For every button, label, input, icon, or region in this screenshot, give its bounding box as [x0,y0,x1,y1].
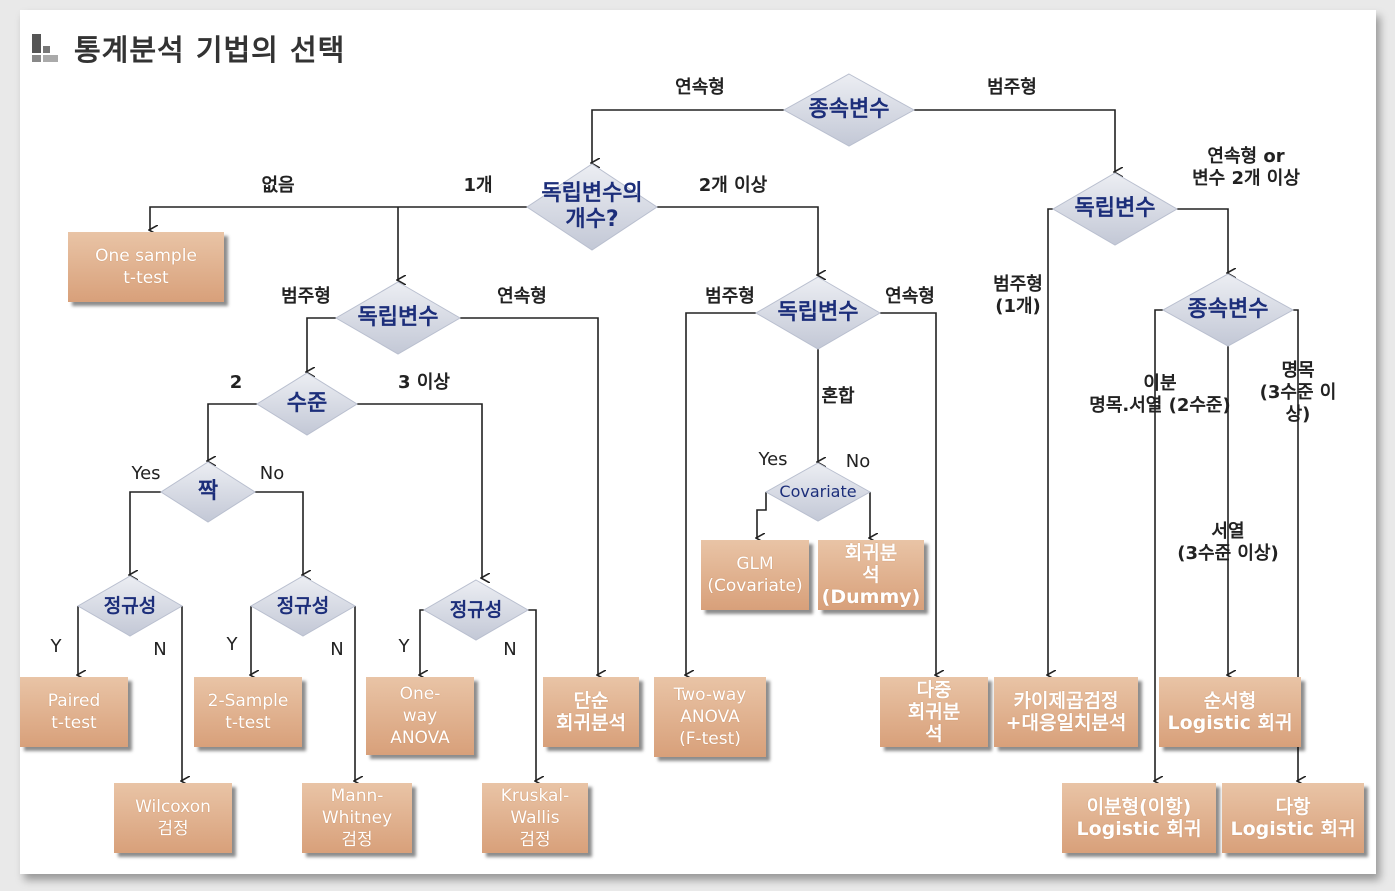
edge-label-continuous-top: 연속형 [675,77,725,98]
bullet-squares-icon [32,34,60,62]
edge-label-n1: N [153,639,167,660]
decision-label-pair: 짝 [197,479,219,504]
connector-arrow [357,403,482,578]
edge-label-y1: Y [50,636,62,657]
edge-label-yes-cov: Yes [758,449,788,470]
connector-arrow [130,491,161,575]
method-box-wilcoxon: Wilcoxon 검정 [114,783,232,853]
decision-diamond-norm3 [422,579,530,641]
edge-label-lvl2: 2 [229,372,243,393]
method-box-two-sample: 2-Sample t-test [194,677,302,747]
method-box-multinom: 다항 Logistic 회귀 [1222,783,1364,853]
method-box-multi-reg: 다중 회귀분 석 [880,677,988,747]
method-box-kruskal: Kruskal- Wallis 검정 [482,783,588,853]
edge-label-cont-mid: 연속형 [885,286,935,307]
decision-diamond-norm2 [249,575,357,637]
method-box-binary: 이분형(이항) Logistic 회귀 [1062,783,1216,853]
decision-diamond-iv-right [1052,172,1178,246]
connector-arrow [757,492,767,538]
edge-label-mixed: 혼합 [821,386,855,407]
connector-arrow [307,317,336,372]
connector-arrow [592,109,784,163]
connector-arrow [420,609,424,675]
edge-label-no-pair: No [259,463,285,484]
edge-label-cat-left: 범주형 [281,286,331,307]
edge-label-y2: Y [226,634,238,655]
decision-diamond-pair [160,461,256,523]
connector-arrow [528,609,536,781]
connector-arrow [208,403,257,461]
edge-label-cont-left: 연속형 [497,286,547,307]
decision-label-norm1: 정규성 [103,595,157,617]
edge-label-n3: N [503,639,517,660]
edge-label-ordinal-lbl: 서열 (3수준 이상) [1177,521,1279,564]
method-box-chi: 카이제곱검정 +대응일치분석 [994,677,1138,747]
decision-diamond-iv-count [526,163,658,251]
decision-label-norm2: 정규성 [276,595,330,617]
method-box-glm: GLM (Covariate) [701,540,809,610]
decision-diamond-dv-top [782,73,916,147]
decision-diamond-dv-right [1161,273,1295,347]
page-title: 통계분석 기법의 선택 [74,33,346,67]
decision-label-iv-right: 독립변수 [1074,196,1156,221]
connector-arrow [686,312,756,675]
decision-label-level: 수준 [286,391,328,416]
edge-label-cat-mid: 범주형 [705,286,755,307]
method-box-paired: Paired t-test [20,677,128,747]
edge-label-cont-or: 연속형 or 변수 2개 이상 [1192,146,1300,189]
decision-label-covariate: Covariate [779,482,857,501]
title-area: 통계분석 기법의 선택 [32,28,345,68]
method-box-one-sample: One sample t-test [68,232,224,302]
method-box-mann: Mann- Whitney 검정 [302,783,412,853]
decision-label-iv-count: 독립변수의 개수? [541,181,643,232]
edge-label-none: 없음 [261,175,295,196]
method-box-one-way: One- way ANOVA [366,677,474,755]
connector-arrow [1177,208,1228,273]
connector-arrow [657,206,818,275]
edge-label-two-plus: 2개 이상 [698,175,768,196]
decision-label-iv-left: 독립변수 [357,305,439,330]
edge-label-categorical-top: 범주형 [987,77,1037,98]
decision-label-dv-top: 종속변수 [808,97,890,122]
decision-diamond-covariate [764,462,872,522]
connector-arrow [1048,208,1053,675]
method-box-ordinal: 순서형 Logistic 회귀 [1159,677,1301,747]
connector-arrow [255,491,303,575]
connector-arrow [460,317,598,675]
method-box-simple-reg: 단순 회귀분석 [543,677,639,747]
decision-diamond-level [256,372,358,436]
edge-label-binary-lbl: 이분 명목.서열 (2수준) [1089,373,1231,416]
decision-diamond-norm1 [76,575,184,637]
edge-label-no-cov: No [845,451,871,472]
edge-label-yes-pair: Yes [131,463,161,484]
decision-diamond-iv-mid [755,276,881,350]
connector-arrow [914,109,1115,172]
edge-label-n2: N [330,639,344,660]
edge-label-cat-right: 범주형 (1개) [993,274,1043,317]
decision-label-norm3: 정규성 [449,599,503,621]
connector-arrow [880,312,936,675]
edge-label-nominal-lbl: 명목 (3수준 이상) [1259,360,1337,425]
decision-diamond-iv-left [335,281,461,355]
edge-label-y3: Y [398,636,410,657]
method-box-two-way: Two-way ANOVA (F-test) [654,677,766,757]
connector-arrow [150,206,527,230]
connector-arrow [1293,309,1298,781]
decision-label-dv-right: 종속변수 [1187,297,1269,322]
edge-label-one: 1개 [463,175,493,196]
method-box-reg-dummy: 회귀분 석 (Dummy) [818,540,924,610]
decision-label-iv-mid: 독립변수 [777,300,859,325]
connector-arrow [1155,309,1163,781]
edge-label-lvl3: 3 이상 [398,372,450,393]
